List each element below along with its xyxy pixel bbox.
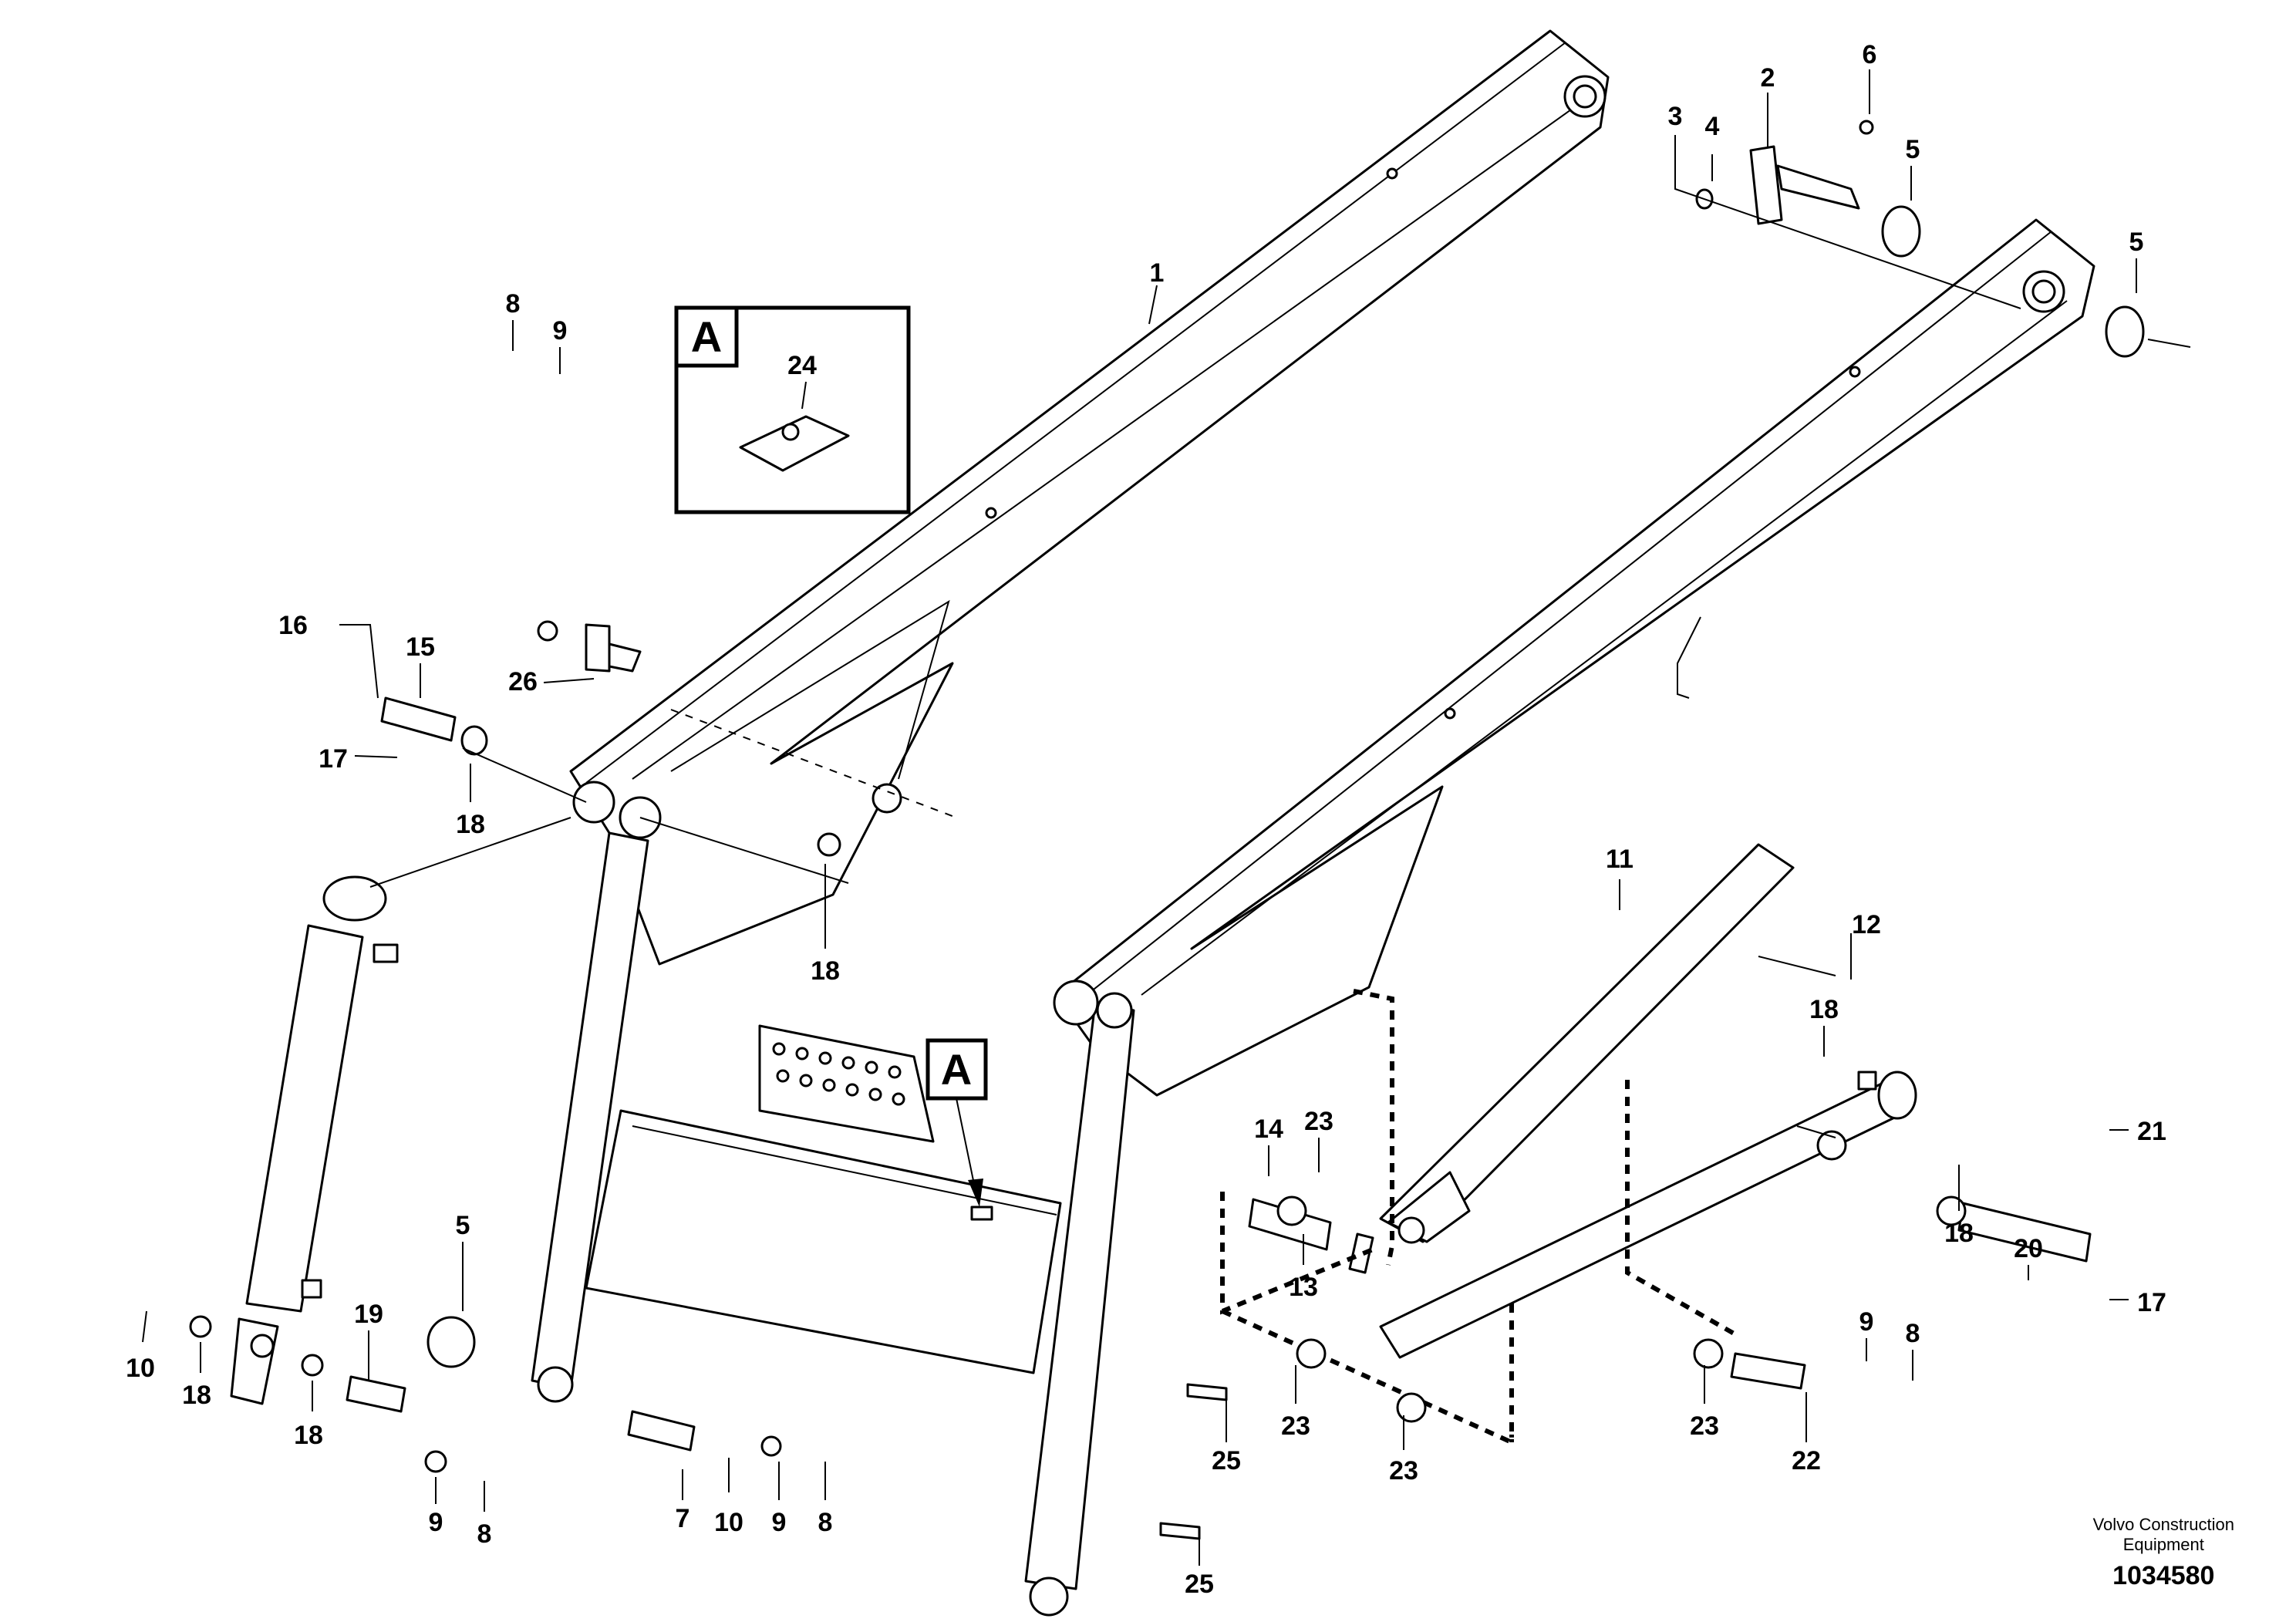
inset-label: A (691, 312, 722, 361)
callout-18-upper-left: 18 (456, 810, 485, 839)
tilt-links (531, 781, 1135, 1617)
callout-18-right-top: 18 (1809, 995, 1839, 1024)
callout-26: 26 (508, 667, 538, 696)
brand-line-1: Volvo Construction (2092, 1515, 2234, 1534)
callout-23-upper: 23 (1304, 1107, 1333, 1136)
callout-19: 19 (354, 1300, 383, 1329)
callout-20: 20 (2014, 1234, 2043, 1263)
callout-18-lower-left: 18 (182, 1381, 211, 1410)
callout-23-lower-left: 23 (1281, 1411, 1310, 1441)
step-plate-holes (772, 1042, 905, 1106)
brand-line-2: Equipment (2122, 1535, 2204, 1554)
callout-7: 7 (676, 1504, 690, 1533)
callout-17-left: 17 (319, 744, 348, 774)
tilt-cylinder (1348, 843, 1795, 1274)
callout-2: 2 (1761, 63, 1775, 93)
callout-5-bottom: 5 (456, 1211, 470, 1240)
callout-numbers: 1 2 3 4 5 5 5 6 7 8 8 8 8 9 9 9 9 10 10 … (126, 40, 2166, 1599)
callout-5-right: 5 (2129, 228, 2144, 257)
callout-25-upper: 25 (1212, 1446, 1241, 1475)
detail-inset: A (674, 305, 911, 514)
callout-21: 21 (2137, 1117, 2166, 1146)
callout-8-top: 8 (506, 289, 521, 319)
callout-3: 3 (1668, 102, 1683, 131)
callout-18-lower-left-2: 18 (294, 1421, 323, 1450)
callout-16: 16 (278, 611, 308, 640)
callout-18-center: 18 (811, 956, 840, 986)
lift-cylinder (230, 875, 399, 1405)
callout-10-mid: 10 (714, 1508, 743, 1537)
right-cylinder-rod (1379, 1071, 1917, 1359)
leader-lines (142, 69, 2191, 1566)
callout-11: 11 (1606, 845, 1633, 874)
footer: Volvo Construction Equipment 1034580 (2093, 1515, 2234, 1591)
callout-9-left: 9 (429, 1508, 443, 1537)
cross-tube (585, 1024, 1062, 1374)
callout-10-left: 10 (126, 1354, 155, 1383)
boom-arm-right (1055, 218, 2095, 1097)
callout-23-lower-mid: 23 (1389, 1456, 1418, 1485)
boom-arm-left (569, 29, 1610, 966)
callout-9-top: 9 (553, 316, 568, 346)
view-marker: A (925, 1038, 988, 1207)
pins-and-fasteners (189, 120, 2145, 1540)
callout-9-right: 9 (1859, 1307, 1874, 1337)
callout-18-right-bottom: 18 (1944, 1219, 1974, 1248)
callout-23-lower-right: 23 (1690, 1411, 1719, 1441)
callout-5-top: 5 (1906, 135, 1920, 164)
callout-8-left: 8 (477, 1519, 492, 1549)
callout-17-right: 17 (2137, 1288, 2166, 1317)
callout-8-mid: 8 (818, 1508, 833, 1537)
callout-22: 22 (1792, 1446, 1821, 1475)
view-label: A (941, 1045, 972, 1094)
callout-6: 6 (1863, 40, 1877, 69)
callout-1: 1 (1150, 258, 1165, 288)
callout-9-mid: 9 (772, 1508, 787, 1537)
callout-14: 14 (1254, 1114, 1283, 1144)
callout-4: 4 (1705, 112, 1720, 141)
callout-13: 13 (1289, 1273, 1318, 1302)
callout-8-right: 8 (1906, 1319, 1920, 1348)
callout-12: 12 (1852, 910, 1881, 939)
callout-25-lower: 25 (1185, 1570, 1214, 1599)
callout-24: 24 (787, 351, 817, 380)
document-number: 1034580 (2112, 1561, 2215, 1590)
callout-15: 15 (406, 632, 435, 662)
